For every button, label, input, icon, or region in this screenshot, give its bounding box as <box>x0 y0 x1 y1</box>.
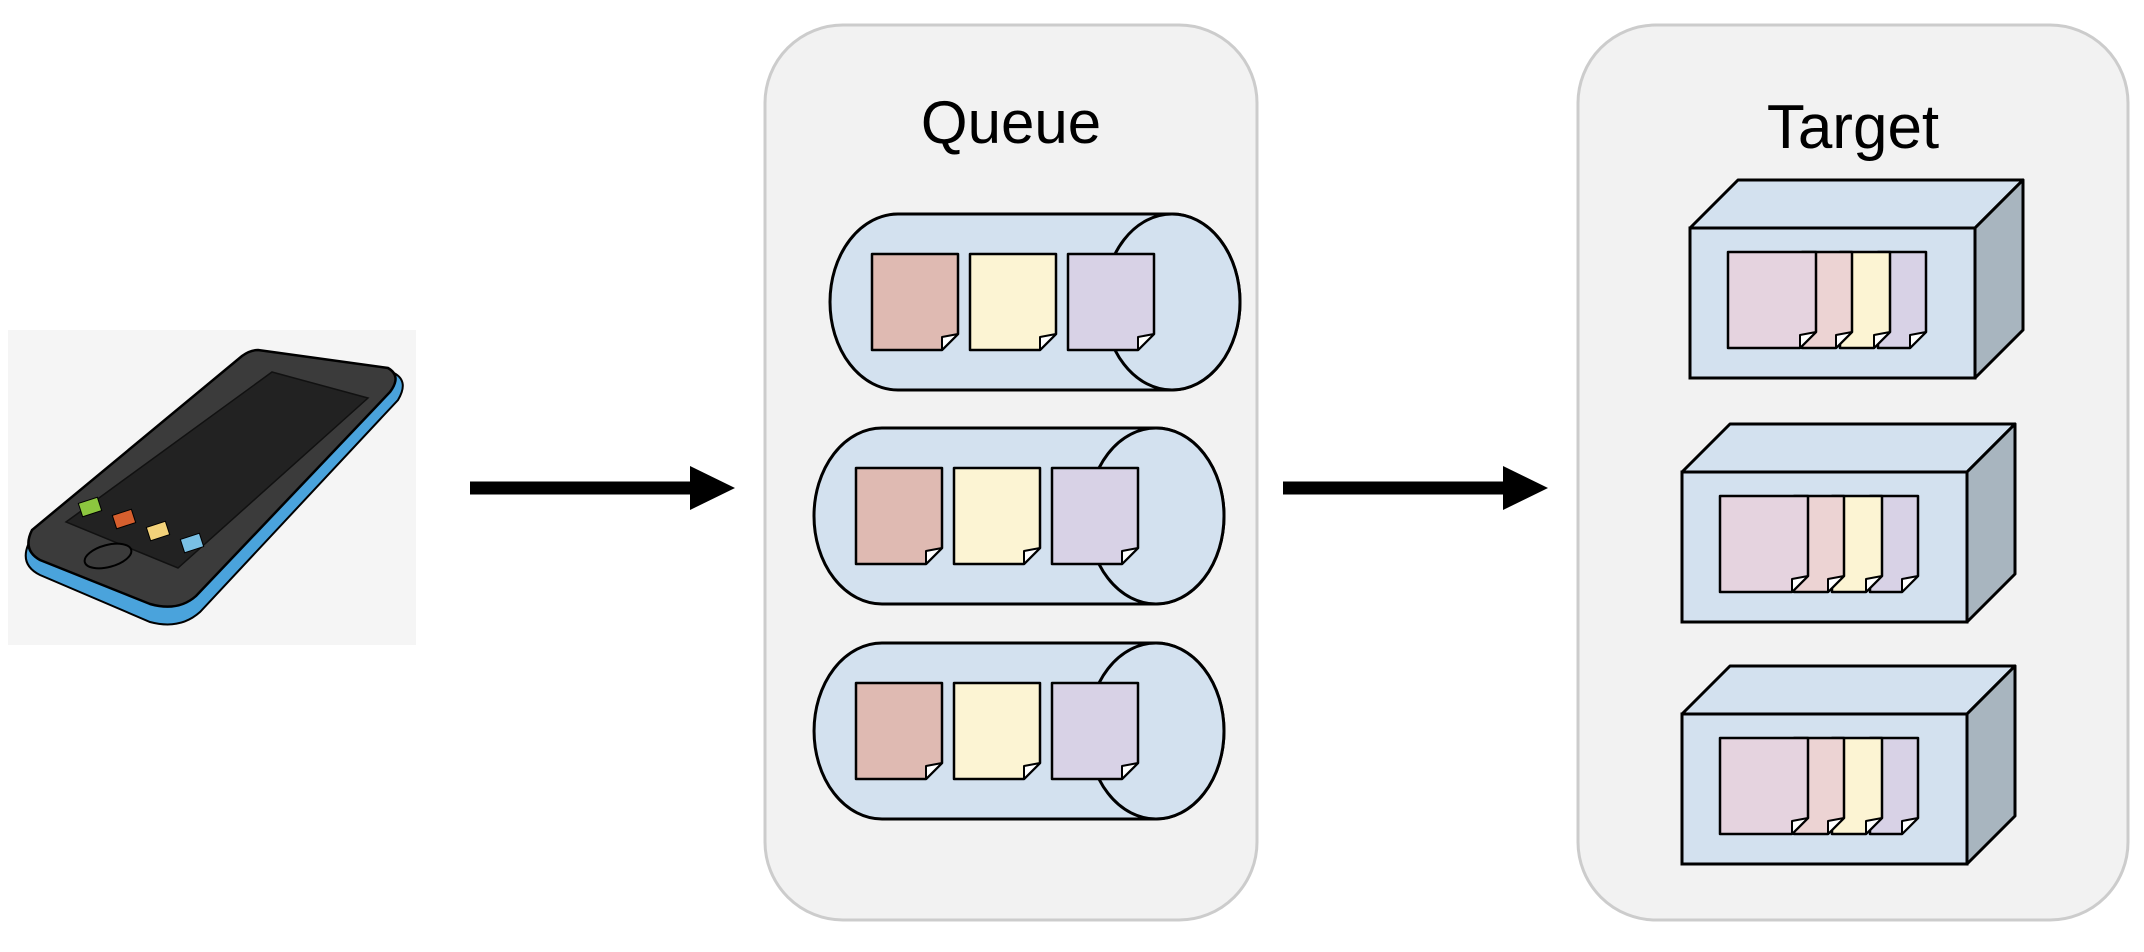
target-boxes <box>1680 178 2025 866</box>
document-icon <box>1050 681 1140 781</box>
queue-title: Queue <box>921 89 1101 156</box>
document-icon <box>1718 736 1810 836</box>
target-panel: Target <box>1576 23 2130 922</box>
document-icon <box>968 252 1058 352</box>
cylinder-queue-icon <box>812 641 1226 821</box>
document-icon <box>870 252 960 352</box>
document-icon <box>952 681 1042 781</box>
document-icon <box>1066 252 1156 352</box>
document-icon <box>1726 250 1818 350</box>
app-icon-yellow <box>145 520 171 542</box>
document-icon <box>1718 494 1810 594</box>
arrow-right-icon <box>470 466 735 510</box>
queue-channels <box>812 212 1242 821</box>
cylinder-queue-icon <box>812 426 1226 606</box>
storage-box-icon <box>1688 178 2025 380</box>
document-icon <box>854 681 944 781</box>
target-title: Target <box>1767 93 1939 162</box>
document-icon <box>1050 466 1140 566</box>
queue-panel: Queue <box>763 23 1259 922</box>
app-icon-blue <box>179 532 205 554</box>
storage-box-icon <box>1680 664 2017 866</box>
cylinder-queue-icon <box>828 212 1242 392</box>
storage-box-icon <box>1680 422 2017 624</box>
document-icon <box>854 466 944 566</box>
smartphone-icon <box>24 348 404 626</box>
app-icon-orange <box>111 508 137 530</box>
document-icon <box>952 466 1042 566</box>
source-phone <box>8 330 416 645</box>
home-button <box>83 542 133 570</box>
arrow-right-icon <box>1283 466 1548 510</box>
app-icon-green <box>77 496 103 518</box>
